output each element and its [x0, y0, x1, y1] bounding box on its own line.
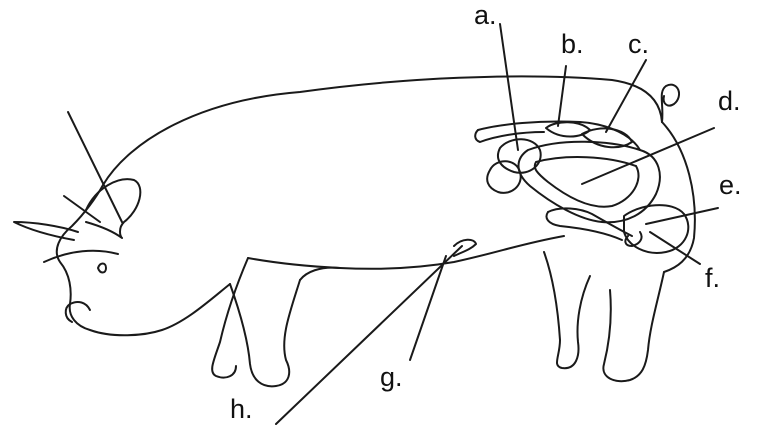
tract-duct-lower: [547, 212, 623, 240]
pig-head-outline: [57, 185, 230, 335]
pig-eye: [98, 264, 106, 273]
leader-line-a: [500, 24, 518, 150]
teat-line: [454, 240, 476, 256]
leader-line-e: [646, 208, 718, 224]
leader-line-d: [582, 128, 714, 184]
leader-line-c: [606, 60, 646, 132]
label-g: g.: [380, 364, 403, 391]
label-b: b.: [561, 31, 584, 58]
pig-tail: [662, 85, 679, 122]
pig-back-outline: [103, 76, 662, 185]
label-d: d.: [718, 88, 741, 115]
leader-line-f: [650, 232, 700, 264]
pig-jaw-fold: [44, 251, 118, 262]
label-c: c.: [628, 31, 649, 58]
pig-ear-left: [14, 222, 78, 240]
leader-line-g: [410, 256, 446, 360]
pig-ear-right: [86, 179, 140, 238]
pig-front-leg-far: [212, 258, 248, 378]
leader-line-h: [276, 246, 462, 424]
label-f: f.: [705, 265, 720, 292]
leader-line-b: [558, 66, 566, 126]
label-a: a.: [474, 2, 497, 29]
label-e: e.: [719, 172, 742, 199]
pig-belly-outline: [248, 236, 564, 269]
pig-front-leg-near-back: [300, 268, 340, 280]
pig-hind-leg-near: [603, 272, 664, 381]
label-h: h.: [230, 396, 253, 423]
pig-front-leg-near: [230, 280, 300, 386]
pig-hind-leg-far: [544, 252, 590, 368]
